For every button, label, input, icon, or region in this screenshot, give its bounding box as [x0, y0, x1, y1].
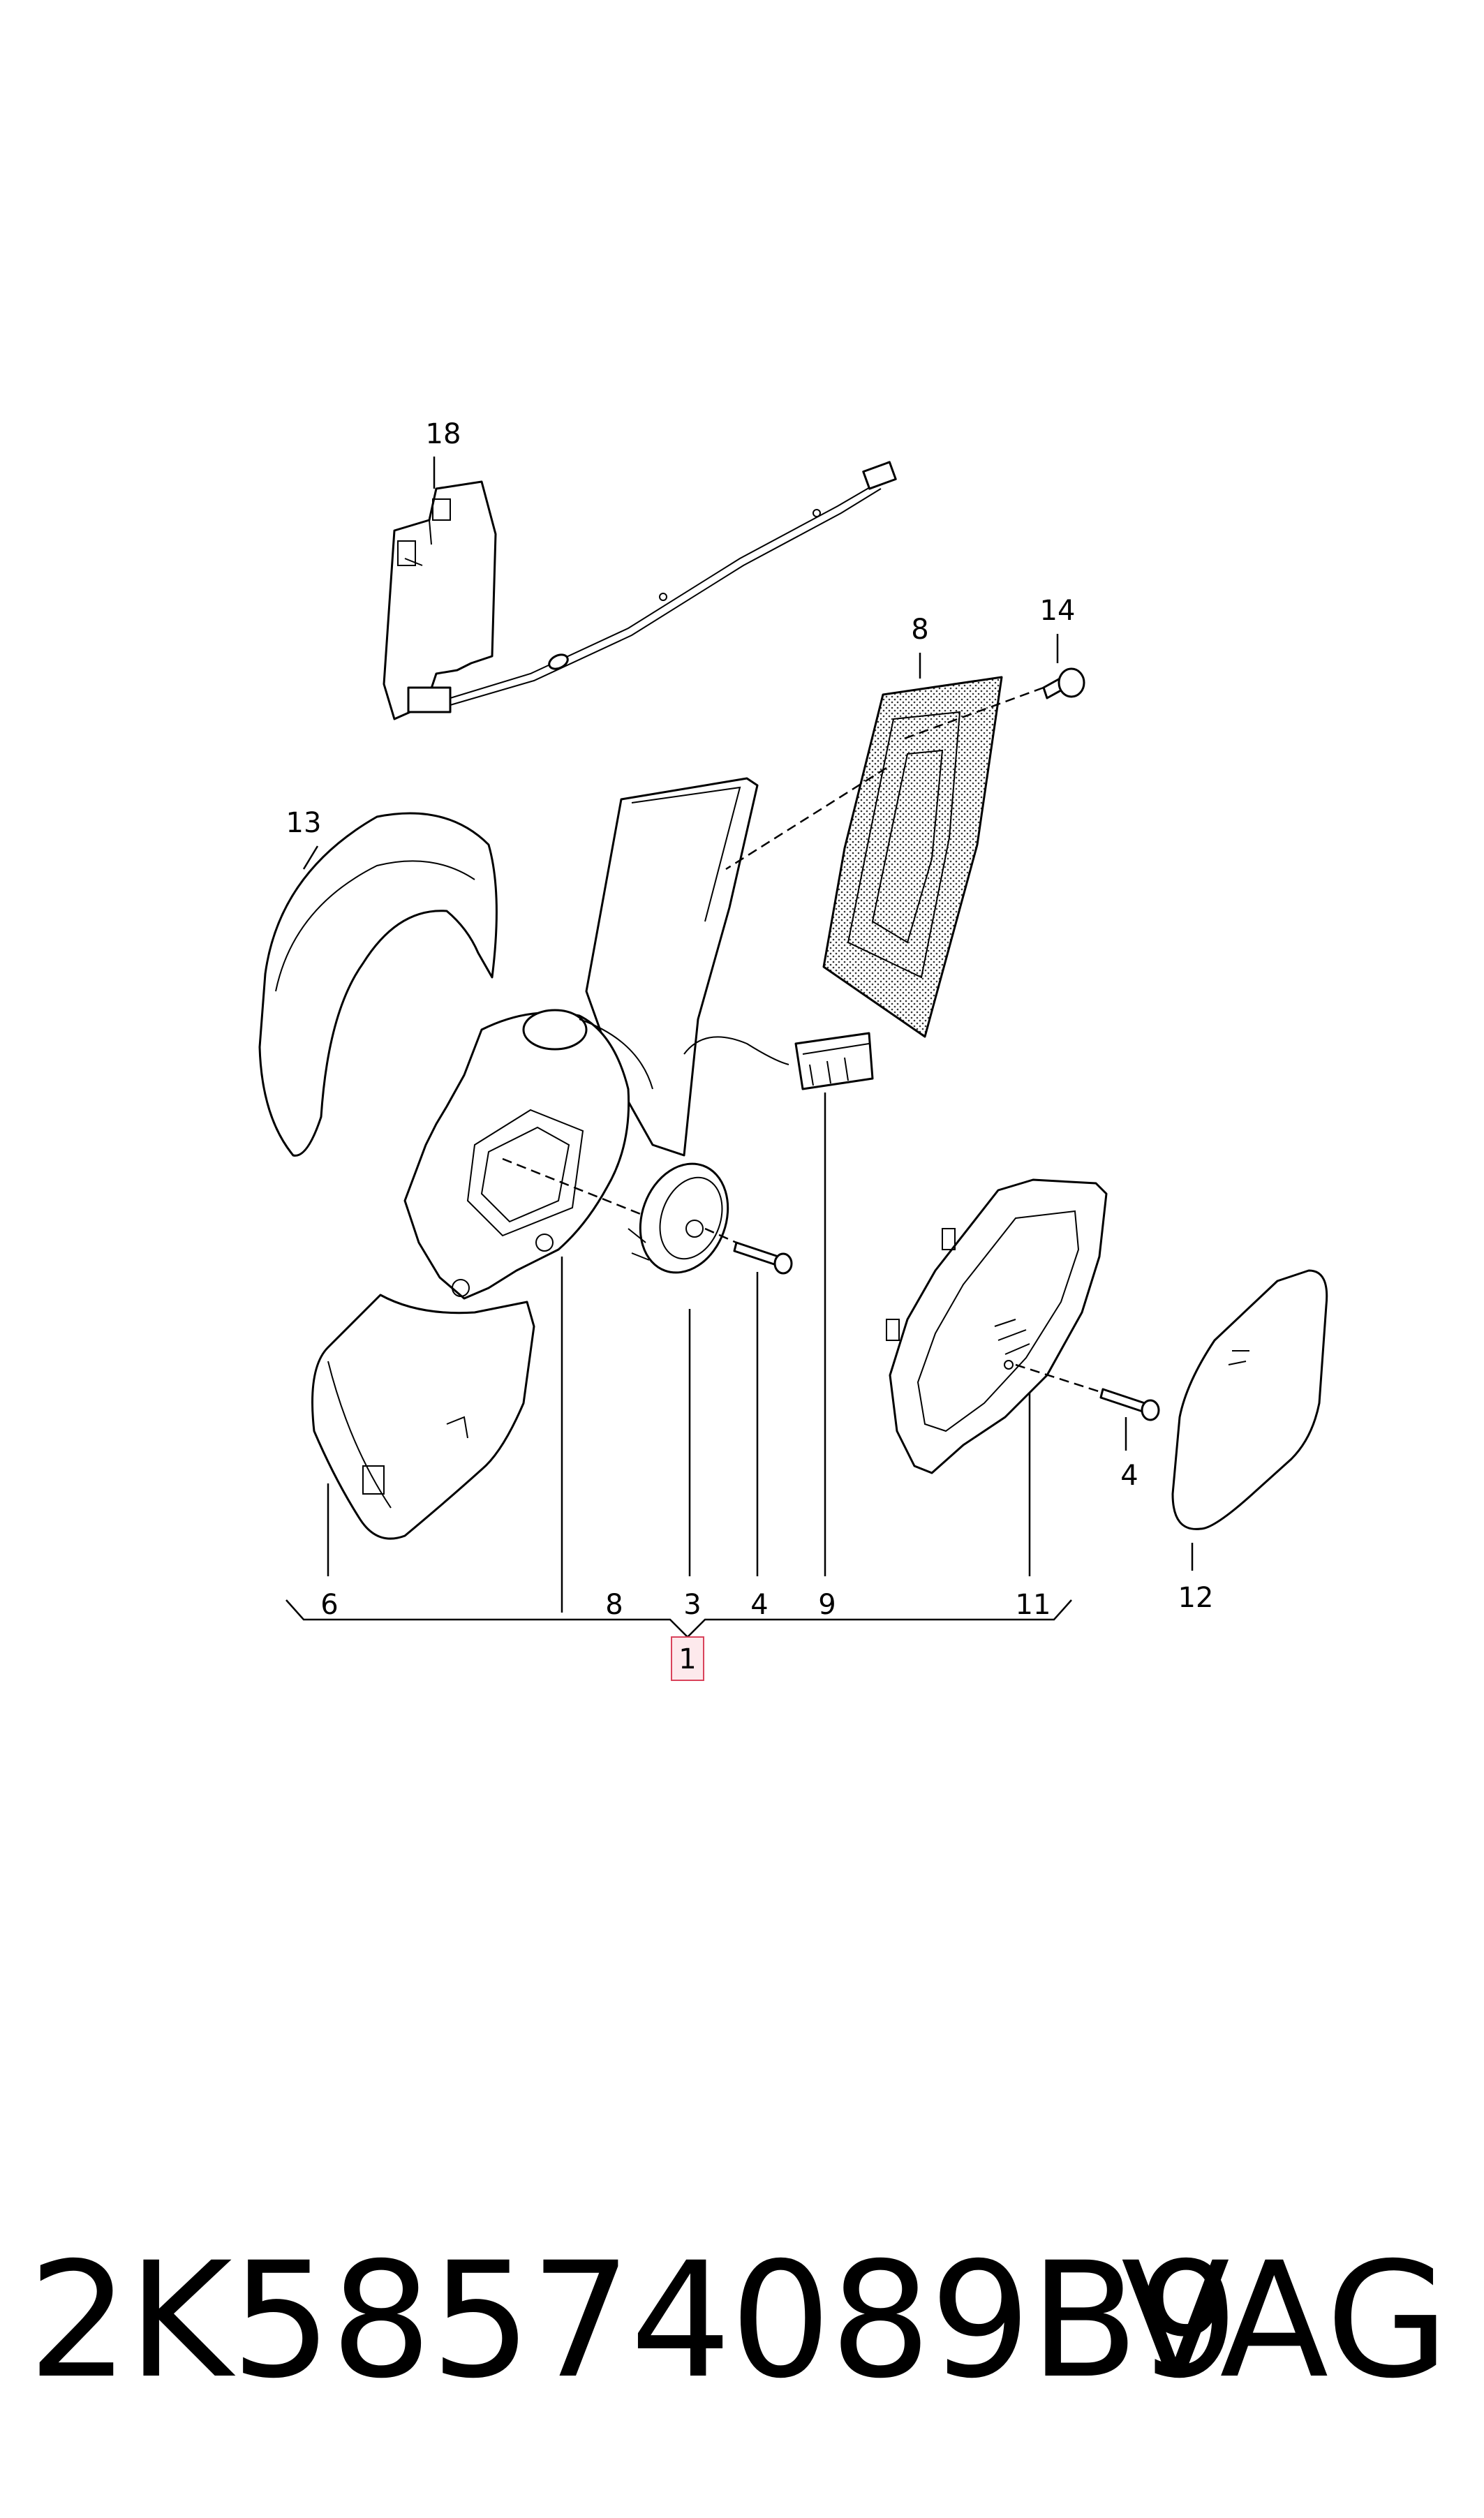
callout-14: 14: [1040, 595, 1076, 627]
part-3-adjustment-motor: [628, 1162, 729, 1274]
part-12-mirror-glass: [1171, 1269, 1328, 1530]
part-number: 2K58574089B9: [28, 2228, 1239, 2413]
callout-4-right: 4: [1120, 1460, 1138, 1492]
callout-labels: 18 8 14 13 4 12 6 8 3 4 9 11 1: [286, 418, 1214, 1675]
part-13-housing-cap: [258, 812, 498, 1157]
part-4-screw-right: [1099, 1388, 1160, 1421]
callout-4-bottom: 4: [750, 1589, 768, 1621]
part-8-turn-signal: [822, 676, 1003, 1038]
callout-11: 11: [1016, 1589, 1051, 1621]
exploded-parts-diagram: 18 8 14 13 4 12 6 8 3 4 9 11 1: [258, 418, 1328, 1681]
callout-6: 6: [320, 1589, 338, 1621]
callout-9: 9: [818, 1589, 836, 1621]
callout-1: 1: [678, 1643, 696, 1675]
part-18-wiring-harness: [383, 461, 897, 720]
mirror-base-assembly: [403, 777, 789, 1300]
callout-13: 13: [286, 807, 322, 839]
callout-18: 18: [426, 418, 461, 450]
assembly-axes: [502, 686, 1104, 1394]
leader-lines: [302, 457, 1194, 1613]
brand-name: VAG: [1120, 2228, 1449, 2413]
assembly-bracket: [285, 1599, 1072, 1681]
part-6-lower-cover: [311, 1294, 535, 1540]
callout-box-1: [671, 1636, 704, 1681]
callout-12: 12: [1178, 1582, 1214, 1614]
part-4-screw-center: [733, 1241, 793, 1275]
part-11-glass-carrier: [886, 1178, 1108, 1474]
part-9-connector: [794, 1032, 874, 1090]
callout-3: 3: [683, 1589, 701, 1621]
part-14-screw: [1042, 667, 1085, 699]
callout-8-top: 8: [911, 614, 928, 646]
callout-8-bottom: 8: [605, 1589, 623, 1621]
